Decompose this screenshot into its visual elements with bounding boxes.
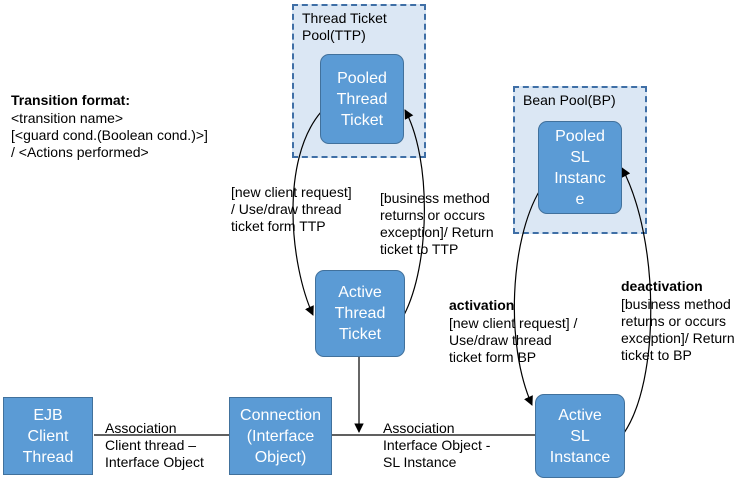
ejb-client-thread-node: EJB Client Thread	[3, 397, 93, 475]
pooled-sl-instance-node: Pooled SL Instanc e	[538, 121, 622, 214]
transition-ttp-return-label: [business method returns or occurs excep…	[380, 190, 494, 257]
pooled-thread-ticket-node: Pooled Thread Ticket	[320, 54, 404, 144]
transition-activation-name: activation	[449, 297, 515, 313]
association-connection-sl-label: Association Interface Object - SL Instan…	[383, 420, 491, 470]
transition-ttp-use-label: [new client request] / Use/draw thread t…	[231, 184, 352, 234]
transition-activation-body: [new client request] / Use/draw thread t…	[449, 315, 578, 365]
bean-pool-title: Bean Pool(BP)	[523, 92, 616, 108]
transition-ttp-use-arrow	[292, 111, 322, 316]
transition-activation-arrow	[513, 189, 541, 406]
transition-deactivation-arrow	[621, 167, 652, 434]
transition-ttp-return-arrow	[403, 109, 425, 316]
transition-deactivation-body: [business method returns or occurs excep…	[621, 296, 735, 363]
transition-deactivation-name: deactivation	[621, 278, 703, 294]
connection-interface-object-node: Connection (Interface Object)	[229, 397, 332, 475]
thread-ticket-pool-title: Thread Ticket Pool(TTP)	[302, 10, 387, 43]
transition-format-body: <transition name> [<guard cond.(Boolean …	[11, 110, 208, 160]
active-thread-ticket-node: Active Thread Ticket	[315, 270, 405, 357]
transition-format-title: Transition format:	[11, 92, 131, 108]
association-client-connection-label: Association Client thread – Interface Ob…	[105, 420, 204, 470]
active-sl-instance-node: Active SL Instance	[535, 394, 625, 478]
